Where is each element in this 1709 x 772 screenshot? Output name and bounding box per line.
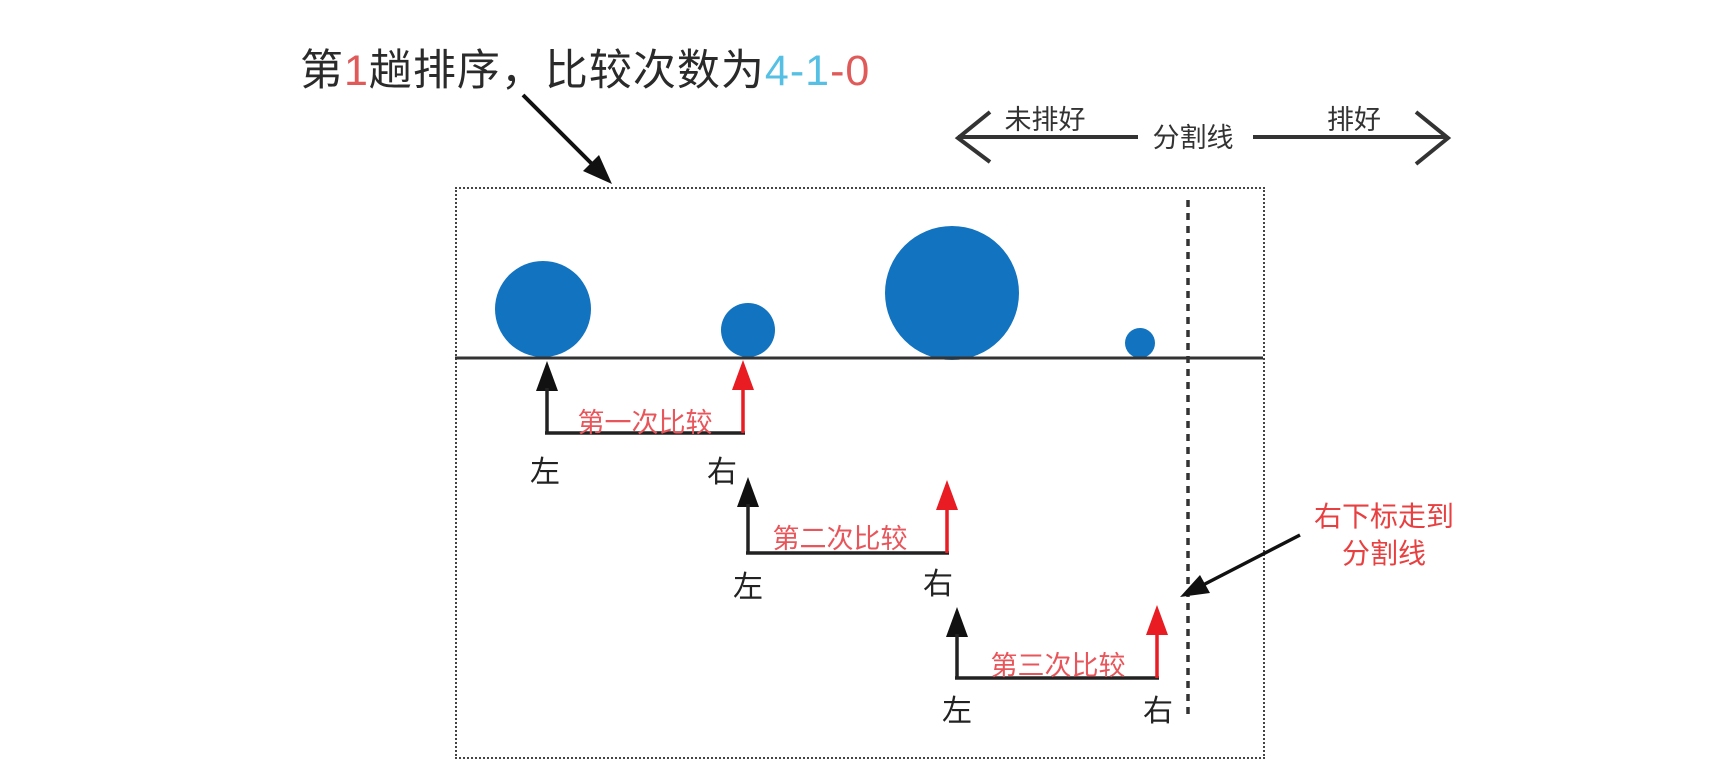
divider-annotation-line1: 右下标走到 xyxy=(1313,501,1455,532)
title-segment-count-red: -0 xyxy=(830,47,871,95)
comparison-2-left-index-label: 左 xyxy=(733,571,763,604)
comparison-3-label: 第三次比较 xyxy=(990,651,1126,681)
title-segment-pass-number: 1 xyxy=(344,47,369,95)
comparison-1-label: 第一次比较 xyxy=(577,408,713,438)
title-segment-black-1: 第 xyxy=(300,47,344,95)
sort-element-circle-1 xyxy=(495,261,591,357)
title-segment-black-2: 趟排序，比较次数为 xyxy=(368,47,765,95)
divider-annotation-line2: 分割线 xyxy=(1341,538,1427,569)
comparison-3-right-index-label: 右 xyxy=(1143,695,1173,728)
comparison-3-left-index-label: 左 xyxy=(942,695,972,728)
comparison-2-label: 第二次比较 xyxy=(772,524,908,554)
sorted-region-label: 排好 xyxy=(1327,105,1381,135)
title-pointer-arrow-icon xyxy=(521,93,612,184)
unsorted-region-label: 未排好 xyxy=(1004,105,1086,135)
divider-annotation: 右下标走到 分割线 xyxy=(1314,498,1454,572)
sort-element-circle-4 xyxy=(1125,328,1155,358)
comparison-1-right-index-label: 右 xyxy=(707,456,737,489)
sorting-area-box xyxy=(455,187,1265,759)
comparison-1-left-index-label: 左 xyxy=(530,456,560,489)
sort-element-circle-3 xyxy=(885,226,1019,360)
sort-element-circle-2 xyxy=(721,303,775,357)
divider-label: 分割线 xyxy=(1152,123,1234,153)
diagram-title: 第1趟排序，比较次数为4-1-0 xyxy=(300,36,870,98)
comparison-2-right-index-label: 右 xyxy=(923,568,953,601)
title-segment-count-cyan: 4-1 xyxy=(764,47,831,95)
